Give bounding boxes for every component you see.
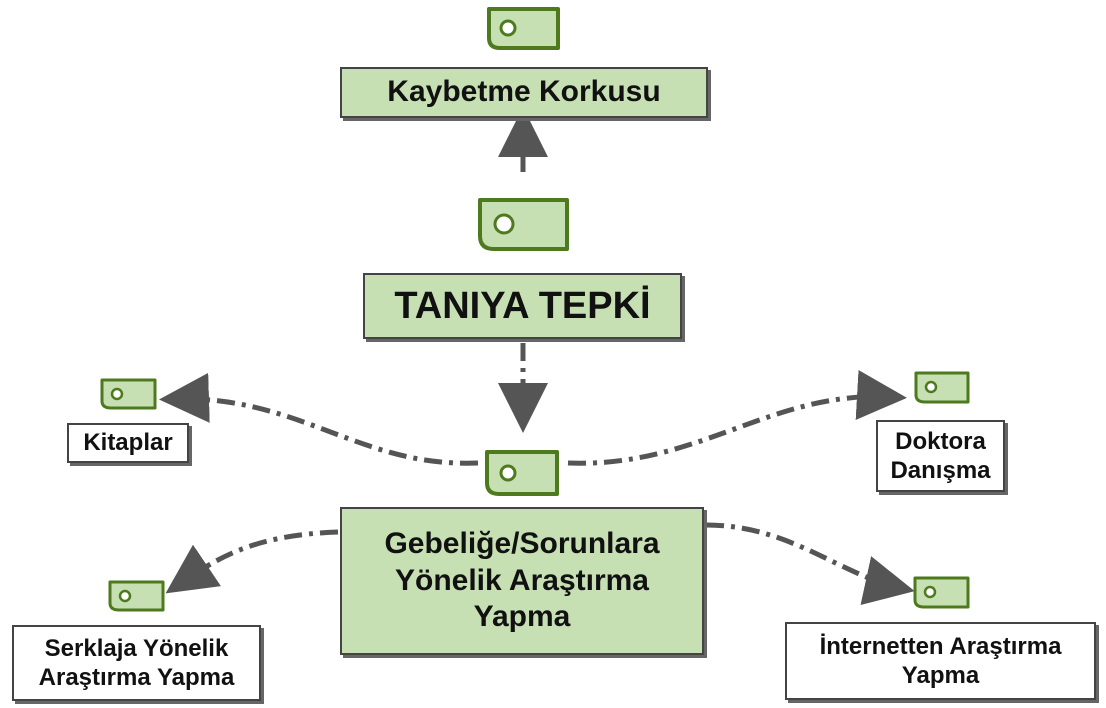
tag-icon <box>100 378 157 410</box>
tag-icon <box>108 580 165 612</box>
connector-research-to-books <box>159 372 479 466</box>
connector-research-to-doctor <box>567 370 907 466</box>
node-label: Doktora Danışma <box>890 427 991 484</box>
node-doktora-danisma[interactable]: Doktora Danışma <box>876 420 1005 492</box>
node-label: Gebeliğe/Sorunlara Yönelik Araştırma Yap… <box>384 527 660 634</box>
node-label: TANIYA TEPKİ <box>394 284 651 327</box>
node-kaybetme-korkusu[interactable]: Kaybetme Korkusu <box>340 67 708 118</box>
node-label: Serklaja Yönelik Araştırma Yapma <box>38 634 235 691</box>
tag-icon <box>487 7 560 50</box>
connector-research-to-internet <box>705 522 915 605</box>
tag-icon <box>478 198 569 251</box>
node-kitaplar[interactable]: Kitaplar <box>67 423 189 463</box>
node-label: Kitaplar <box>83 429 173 457</box>
tag-icon <box>913 576 970 609</box>
tag-icon <box>485 450 559 496</box>
connector-research-to-cerclage <box>165 529 339 594</box>
tag-icon <box>914 371 970 404</box>
node-gebelige-arastirma[interactable]: Gebeliğe/Sorunlara Yönelik Araştırma Yap… <box>340 507 704 655</box>
node-label: İnternetten Araştırma Yapma <box>819 632 1062 689</box>
node-taniya-tepki[interactable]: TANIYA TEPKİ <box>363 273 682 339</box>
node-serklaja-arastirma[interactable]: Serklaja Yönelik Araştırma Yapma <box>12 625 261 701</box>
node-label: Kaybetme Korkusu <box>387 75 661 109</box>
node-internetten-arastirma[interactable]: İnternetten Araştırma Yapma <box>785 622 1096 700</box>
